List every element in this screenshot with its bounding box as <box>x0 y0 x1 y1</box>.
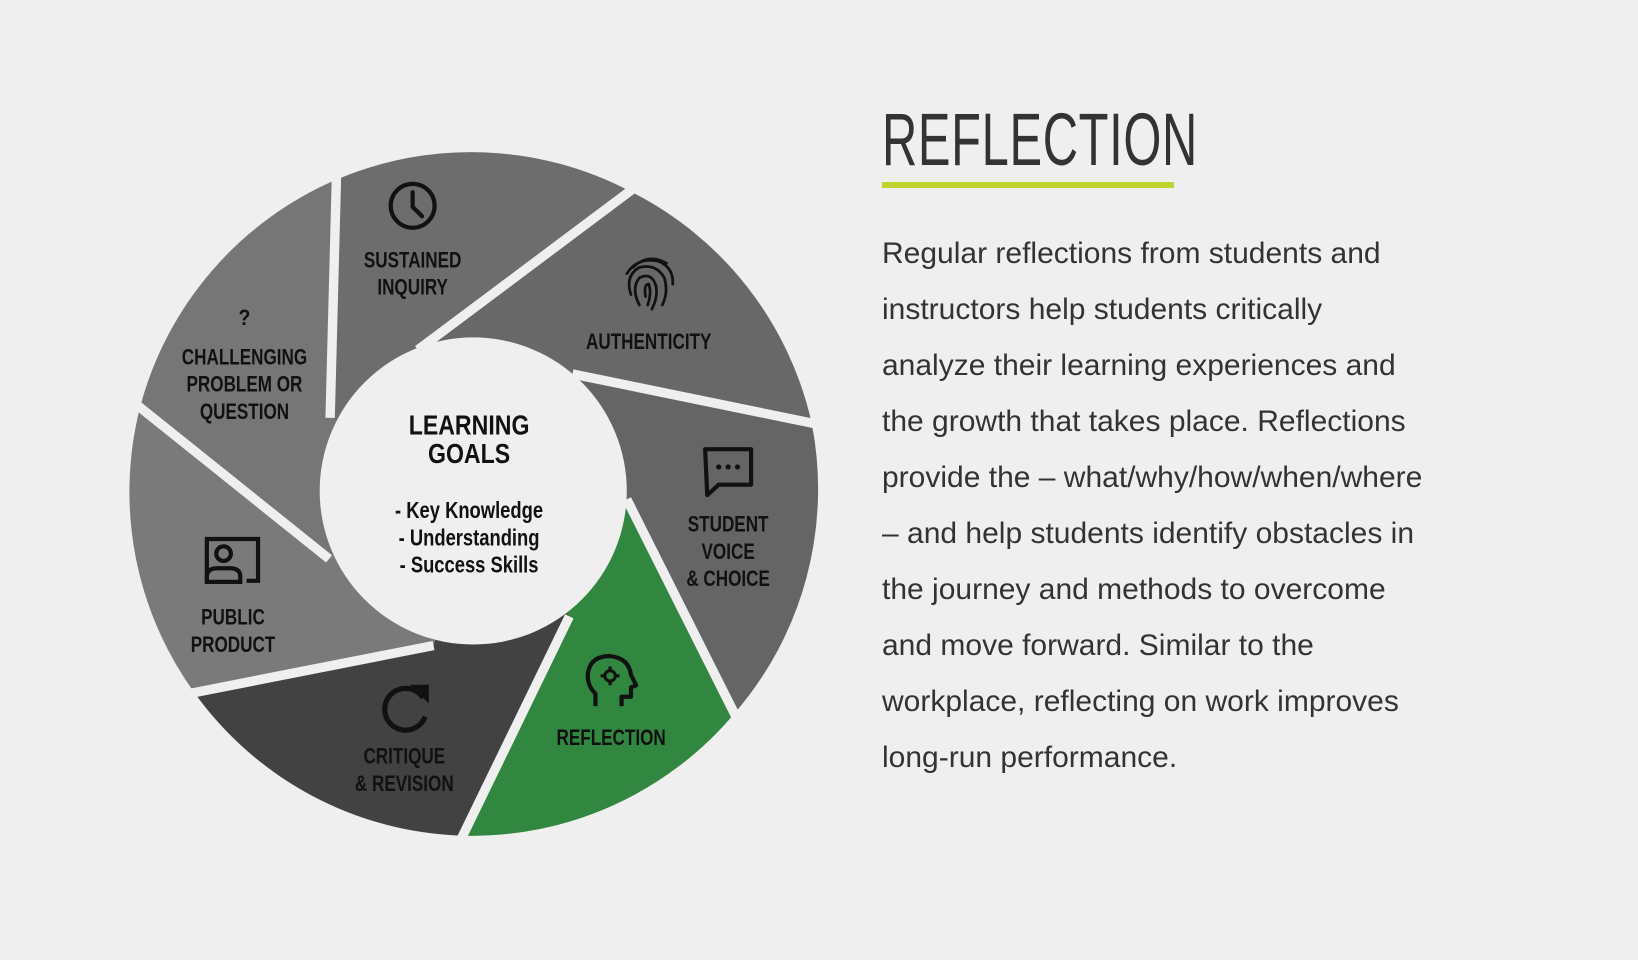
center-bullet: - Understanding <box>399 525 540 550</box>
segment-challenging-problem[interactable]: ? CHALLENGING PROBLEM OR QUESTION <box>182 306 307 425</box>
segment-label: & CHOICE <box>686 567 770 592</box>
segment-sustained-inquiry[interactable]: SUSTAINED INQUIRY <box>364 181 462 301</box>
sector-gap <box>449 614 574 857</box>
description-line: instructors help students critically <box>882 293 1323 326</box>
description-line: workplace, reflecting on work improves <box>882 685 1399 718</box>
sector-gap <box>172 640 435 702</box>
fingerprint-icon <box>625 257 675 311</box>
center-title-1: LEARNING <box>409 411 530 442</box>
description-line: Regular reflections from students and <box>882 237 1381 270</box>
segment-label: INQUIRY <box>377 276 448 301</box>
segment-reflection[interactable]: REFLECTION <box>557 653 666 751</box>
panel-description: Regular reflections from students and in… <box>882 226 1622 786</box>
clock-icon <box>388 181 437 230</box>
segment-label: AUTHENTICITY <box>586 330 711 355</box>
sector-gap <box>622 497 748 735</box>
description-line: and move forward. Similar to the <box>882 629 1314 662</box>
panel-title: REFLECTION <box>882 98 1198 181</box>
wheel-sector[interactable] <box>462 492 735 836</box>
description-line: analyze their learning experiences and <box>882 349 1396 382</box>
segment-label: PROBLEM OR <box>187 373 303 398</box>
description-line: the journey and methods to overcome <box>882 573 1386 606</box>
presenter-icon <box>204 536 261 584</box>
center-bullet: - Key Knowledge <box>395 498 543 523</box>
center-hole <box>319 337 627 645</box>
center-bullet: - Success Skills <box>400 553 539 578</box>
segment-student-voice-choice[interactable]: STUDENT VOICE & CHOICE <box>686 447 770 592</box>
sector-gap <box>415 174 650 354</box>
sector-gap <box>325 158 342 418</box>
description-line: – and help students identify obstacles i… <box>882 517 1415 550</box>
description-line: long-run performance. <box>882 741 1178 774</box>
chat-icon <box>703 447 754 498</box>
question-icon: ? <box>238 306 250 330</box>
head-gear-icon <box>585 653 639 707</box>
segment-label: SUSTAINED <box>364 248 462 273</box>
segment-public-product[interactable]: PUBLIC PRODUCT <box>191 536 276 658</box>
segment-label: CHALLENGING <box>182 346 307 371</box>
sector-gap <box>571 369 834 432</box>
segment-label: CRITIQUE <box>363 745 445 770</box>
center-title-2: GOALS <box>428 439 510 470</box>
sector-gap <box>120 390 333 563</box>
description-line: the growth that takes place. Reflections <box>882 405 1406 438</box>
segment-label: PUBLIC <box>201 606 265 631</box>
wheel-sector[interactable] <box>129 407 474 693</box>
segment-label: REFLECTION <box>557 726 666 751</box>
title-underline <box>882 182 1174 188</box>
segment-critique-revision[interactable]: CRITIQUE & REVISION <box>355 684 454 797</box>
description-line: provide the – what/why/how/when/where <box>882 461 1423 494</box>
segment-label: VOICE <box>702 540 755 565</box>
segment-authenticity[interactable]: AUTHENTICITY <box>586 257 711 355</box>
learning-goals-center: LEARNING GOALS - Key Knowledge - Underst… <box>395 411 543 578</box>
segment-label: & REVISION <box>355 772 454 797</box>
segment-label: QUESTION <box>200 400 289 425</box>
segment-label: PRODUCT <box>191 633 276 658</box>
segment-label: STUDENT <box>688 513 769 538</box>
refresh-icon <box>382 684 429 733</box>
